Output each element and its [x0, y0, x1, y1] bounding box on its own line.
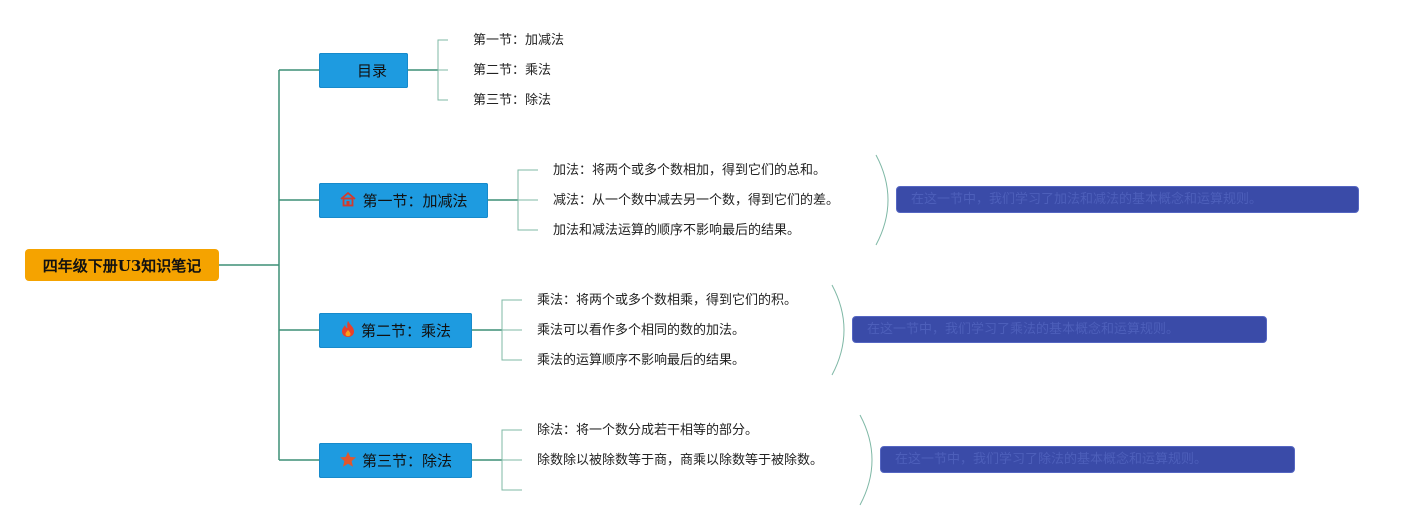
leaf-topic[interactable]: 乘法：将两个或多个数相乘，得到它们的积。 [537, 293, 798, 308]
branch-label: 第一节：加减法 [362, 192, 468, 210]
fire-icon [340, 320, 356, 341]
summary-brace [859, 414, 873, 506]
summary-box[interactable]: 在这一节中，我们学习了加法和减法的基本概念和运算规则。 [896, 186, 1359, 213]
leaf-topic[interactable]: 第三节：除法 [473, 93, 552, 108]
star-icon [339, 451, 357, 471]
root-topic[interactable]: 四年级下册U3知识笔记 [25, 249, 219, 281]
leaf-bracket [517, 169, 538, 231]
leaf-topic[interactable]: 加法和减法运算的顺序不影响最后的结果。 [553, 223, 801, 238]
leaf-topic[interactable]: 乘法的运算顺序不影响最后的结果。 [537, 353, 746, 368]
leaf-topic[interactable]: 除数除以被除数等于商，商乘以除数等于被除数。 [537, 453, 824, 468]
leaf-topic[interactable]: 加法：将两个或多个数相加，得到它们的总和。 [553, 163, 827, 178]
leaf-bracket [501, 429, 522, 491]
branch-label: 目录 [356, 62, 387, 80]
branch-section-2[interactable]: 第二节：乘法 [319, 313, 472, 348]
summary-box[interactable]: 在这一节中，我们学习了除法的基本概念和运算规则。 [880, 446, 1295, 473]
summary-brace [875, 154, 889, 246]
branch-label: 第三节：除法 [361, 452, 452, 470]
leaf-bracket [501, 299, 522, 361]
home-icon [339, 191, 357, 210]
branch-section-3[interactable]: 第三节：除法 [319, 443, 472, 478]
summary-box[interactable]: 在这一节中，我们学习了乘法的基本概念和运算规则。 [852, 316, 1267, 343]
branch-label: 第二节：乘法 [360, 322, 451, 340]
summary-brace [831, 284, 845, 376]
branch-contents[interactable]: 目录 [319, 53, 408, 88]
branch-section-1[interactable]: 第一节：加减法 [319, 183, 488, 218]
leaf-bracket [437, 39, 448, 101]
leaf-topic[interactable]: 除法：将一个数分成若干相等的部分。 [537, 423, 759, 438]
leaf-topic[interactable]: 第一节：加减法 [473, 33, 565, 48]
leaf-topic[interactable]: 减法：从一个数中减去另一个数，得到它们的差。 [553, 193, 840, 208]
leaf-topic[interactable]: 第二节：乘法 [473, 63, 552, 78]
leaf-topic[interactable]: 乘法可以看作多个相同的数的加法。 [537, 323, 746, 338]
